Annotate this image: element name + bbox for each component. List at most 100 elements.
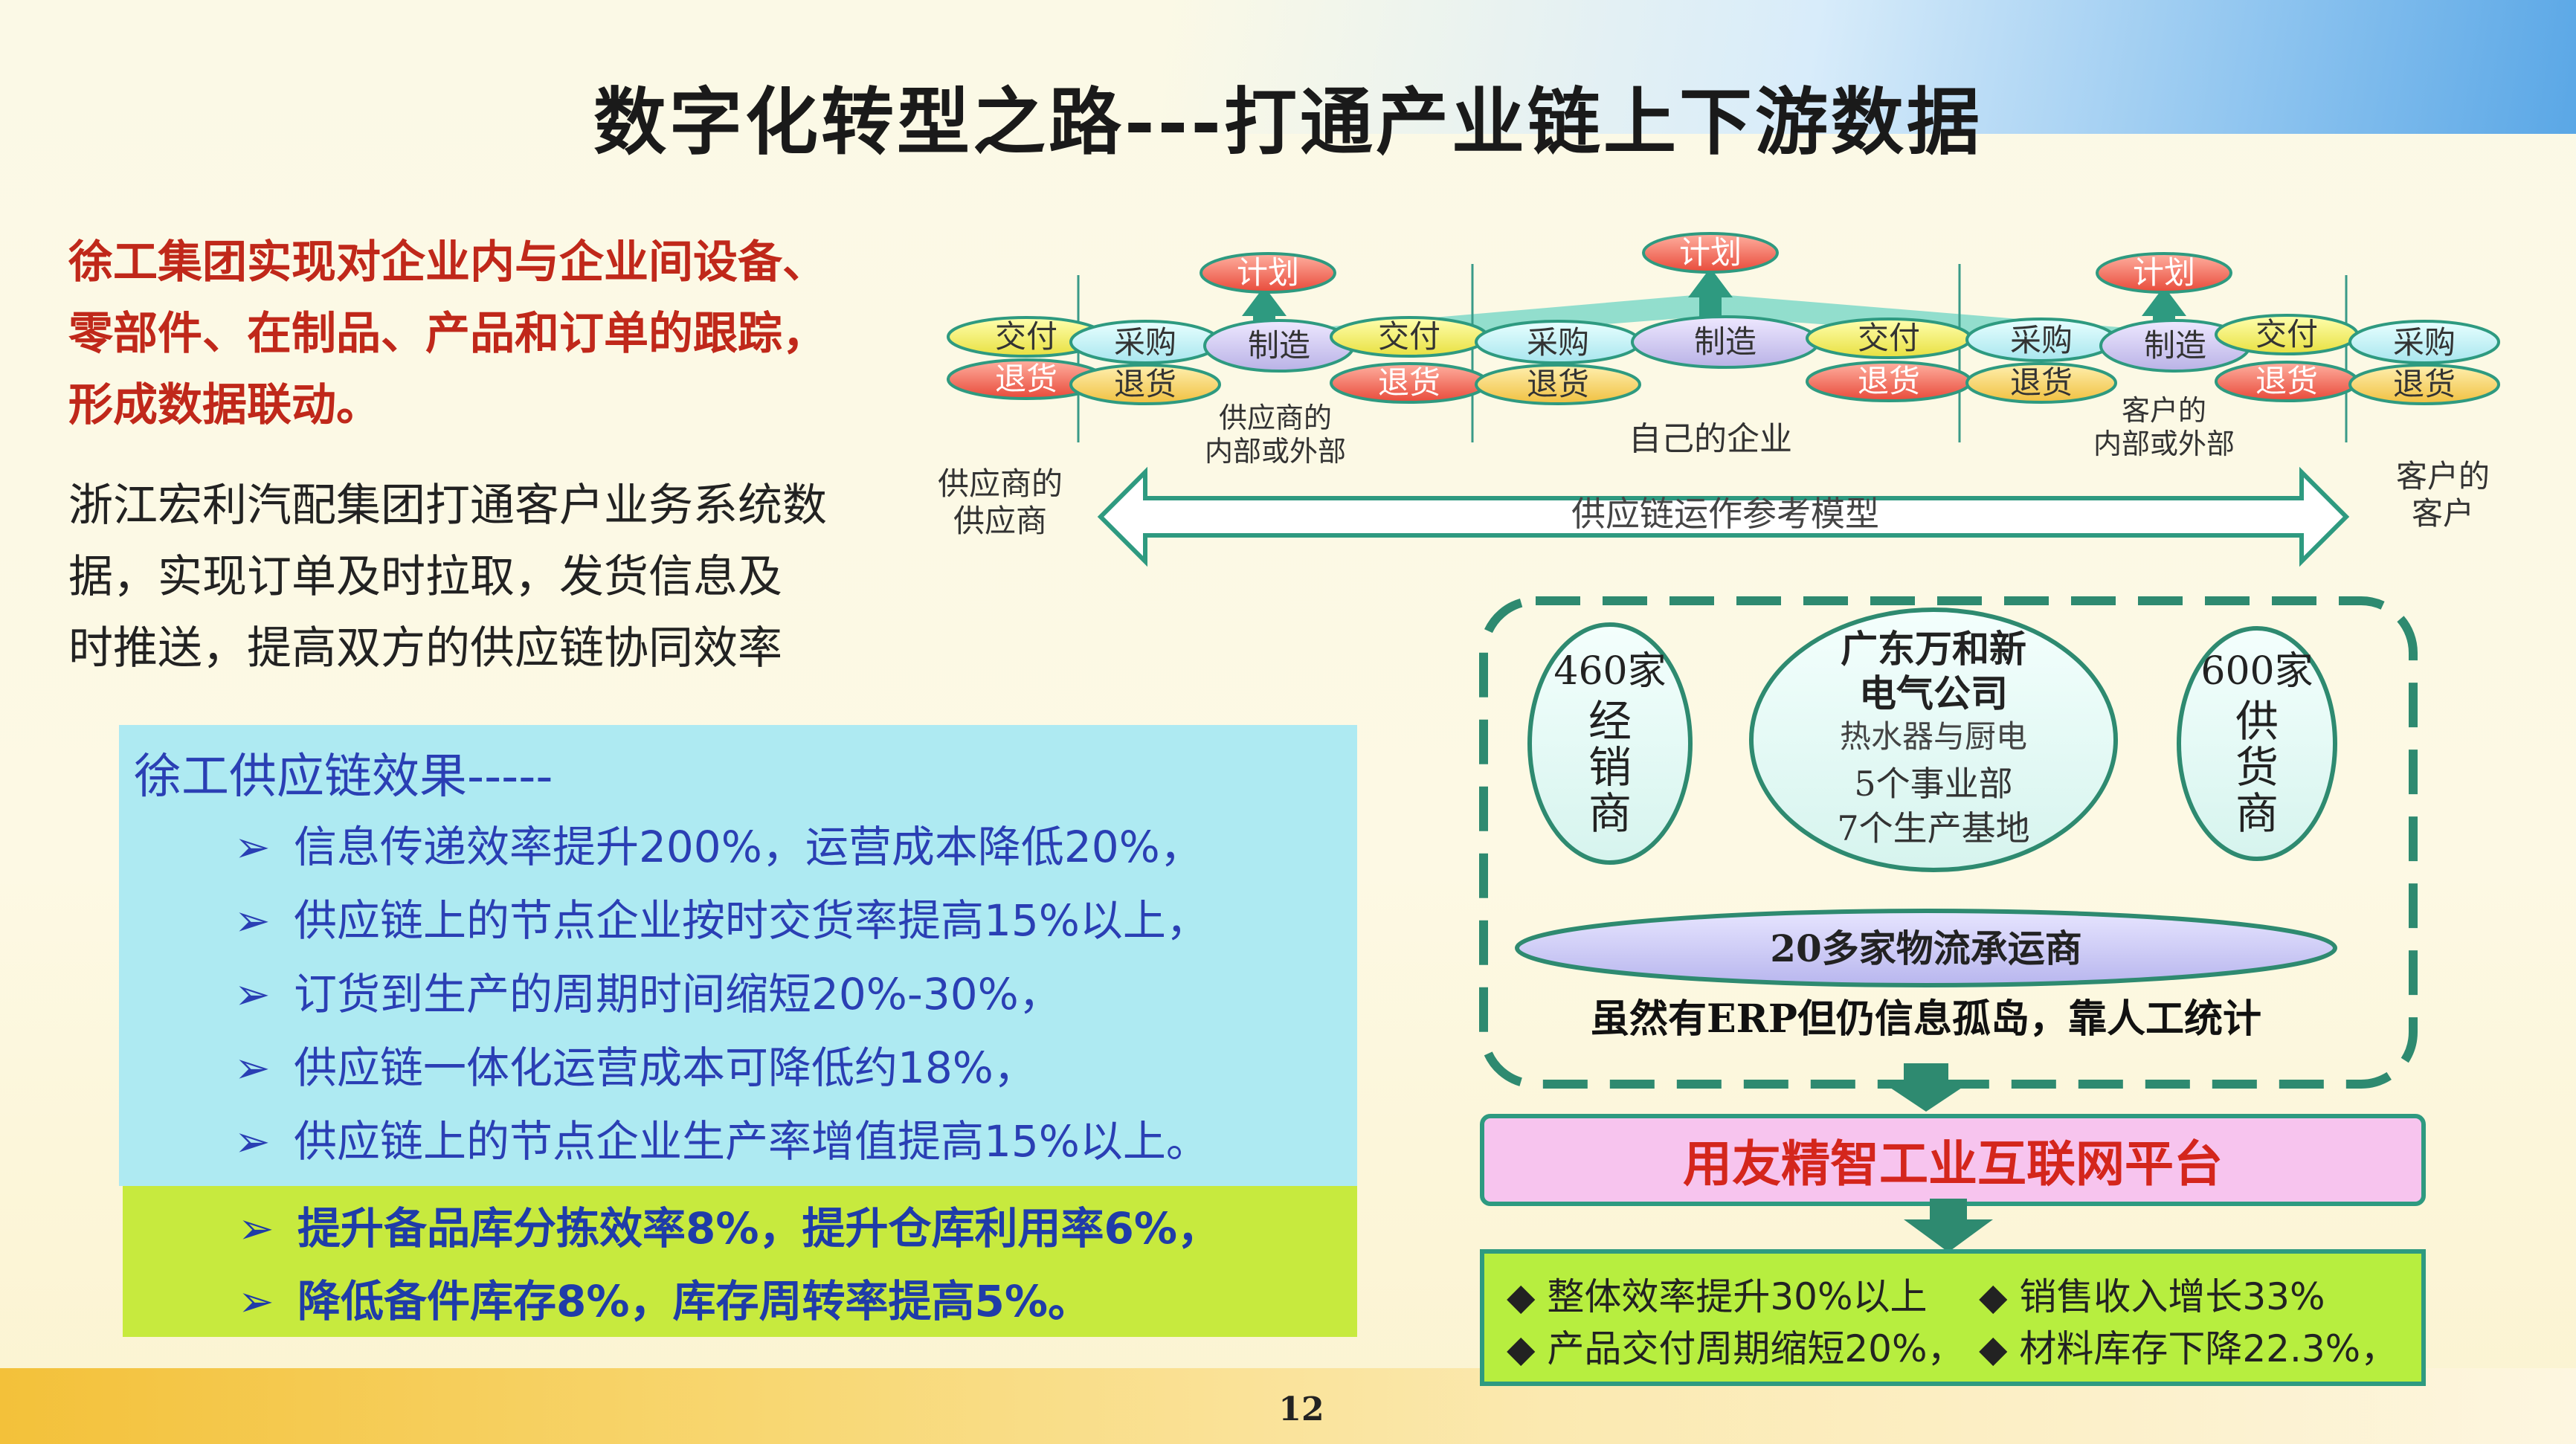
xcmg-line: 形成数据联动。 xyxy=(68,379,381,431)
arrow-bullet-icon: ➢ xyxy=(238,1203,274,1254)
result-item: ◆ 材料库存下降22.3%， xyxy=(1979,1327,2398,1370)
customer-of-customer-label: 客户 xyxy=(2412,495,2474,532)
deliver-label: 交付 xyxy=(1378,318,1440,355)
company-name: 广东万和新 xyxy=(1841,627,2026,671)
customer-of-customer-label: 客户的 xyxy=(2396,458,2490,494)
effect-item: ➢供应链上的节点企业生产率增值提高15%以上。 xyxy=(234,1105,1209,1179)
return-label: 退货 xyxy=(1114,366,1176,402)
return-ellipse xyxy=(2348,364,2500,405)
source-label: 采购 xyxy=(2393,324,2456,361)
down-arrow-icon xyxy=(1881,1063,1971,1112)
platform-label: 用友精智工业互联网平台 xyxy=(1683,1135,2223,1193)
page-number: 12 xyxy=(1278,1390,1324,1428)
logistics-ellipse xyxy=(1515,909,2337,987)
source-label: 采购 xyxy=(1114,324,1176,361)
dealers-label-char: 销 xyxy=(1588,742,1632,793)
scor-model-diagram: 计划 计划 计划 交付 退货 采购 退货 制造 交付 退货 采购 退货 制造 xyxy=(938,232,2500,567)
suppliers-label-char: 供 xyxy=(2235,696,2279,747)
dealers-count: 460家 xyxy=(1553,649,1666,694)
company-products: 热水器与厨电 xyxy=(1840,718,2027,755)
suppliers-label-char: 货 xyxy=(2235,742,2279,793)
diamond-bullet-icon: ◆ xyxy=(1979,1327,2020,1370)
logistics-label: 20多家物流承运商 xyxy=(1770,926,2082,970)
result-item: ◆ 产品交付周期缩短20%， xyxy=(1507,1327,1965,1370)
diamond-bullet-icon: ◆ xyxy=(1507,1327,1548,1370)
return-label: 退货 xyxy=(995,361,1057,397)
dealers-circle xyxy=(1527,622,1693,865)
hongli-description: 浙江宏利汽配集团打通客户业务系统数 据，实现订单及时拉取，发货信息及 时推送，提… xyxy=(68,470,827,684)
scor-model-label: 供应链运作参考模型 xyxy=(1571,494,1879,534)
xcmg-description: 徐工集团实现对企业内与企业间设备、 零部件、在制品、产品和订单的跟踪， 形成数据… xyxy=(68,227,827,441)
return-label: 退货 xyxy=(1378,364,1440,401)
make-label: 制造 xyxy=(2144,327,2206,364)
return-label: 退货 xyxy=(2255,363,2318,399)
xcmg-line: 徐工集团实现对企业内与企业间设备、 xyxy=(68,236,827,289)
deliver-label: 交付 xyxy=(2255,316,2318,352)
own-enterprise-label: 自己的企业 xyxy=(1629,420,1792,458)
erp-note: 虽然有ERP但仍信息孤岛，靠人工统计 xyxy=(1591,996,2261,1042)
hongli-line: 时推送，提高双方的供应链协同效率 xyxy=(68,622,782,674)
supplier-region-label: 内部或外部 xyxy=(1205,435,1346,468)
result-item: ◆ 销售收入增长33% xyxy=(1979,1275,2325,1318)
header-gradient-band xyxy=(0,0,2576,134)
diamond-bullet-icon: ◆ xyxy=(1507,1275,1548,1318)
down-arrow-icon xyxy=(1904,1199,1993,1252)
effect-item: ➢信息传递效率提升200%，运营成本降低20%， xyxy=(234,810,1209,884)
yonyou-platform-box: 用友精智工业互联网平台 xyxy=(1480,1114,2426,1206)
source-ellipse xyxy=(2348,320,2500,364)
make-label: 制造 xyxy=(1248,327,1310,364)
arrow-bullet-icon: ➢ xyxy=(234,822,271,872)
arrow-bullet-icon: ➢ xyxy=(234,969,271,1019)
supplier-region-label: 供应商的 xyxy=(1219,402,1332,434)
hongli-line: 浙江宏利汽配集团打通客户业务系统数 xyxy=(68,480,827,532)
effect-item: ➢订货到生产的周期时间缩短20%-30%， xyxy=(234,958,1209,1031)
deliver-label: 交付 xyxy=(1858,320,1920,356)
inventory-effects-panel: ➢提升备品库分拣效率8%，提升仓库利用率6%， ➢降低备件库存8%，库存周转率提… xyxy=(123,1186,1357,1337)
source-label: 采购 xyxy=(2010,322,2073,358)
hongli-line: 据，实现订单及时拉取，发货信息及 xyxy=(68,551,782,603)
deliver-label: 交付 xyxy=(995,318,1057,355)
return-ellipse xyxy=(1965,362,2117,404)
return-label: 退货 xyxy=(2393,366,2456,402)
inventory-effect-item: ➢降低备件库存8%，库存周转率提高5%。 xyxy=(238,1265,1220,1338)
company-divisions: 5个事业部 xyxy=(1854,764,2012,804)
return-ellipse xyxy=(1069,364,1221,405)
customer-region-label: 客户的 xyxy=(2122,394,2206,427)
suppliers-count: 600家 xyxy=(2200,649,2313,694)
dealers-label-char: 商 xyxy=(1588,788,1632,839)
plan-label: 计划 xyxy=(1679,234,1742,271)
company-ecosystem-diagram: 460家 经 销 商 广东万和新 电气公司 热水器与厨电 5个事业部 7个生产基… xyxy=(1479,596,2418,1112)
plan-label: 计划 xyxy=(1237,254,1299,291)
result-item: ◆ 整体效率提升30%以上 xyxy=(1507,1275,1928,1318)
results-box: ◆ 整体效率提升30%以上 ◆ 销售收入增长33% ◆ 产品交付周期缩短20%，… xyxy=(1480,1249,2426,1386)
return-label: 退货 xyxy=(1858,363,1920,399)
plan-label: 计划 xyxy=(2133,254,2195,291)
suppliers-label-char: 商 xyxy=(2235,788,2279,839)
company-circle xyxy=(1749,607,2118,872)
arrow-bullet-icon: ➢ xyxy=(234,1042,271,1093)
source-label: 采购 xyxy=(1527,324,1589,361)
supplier-of-supplier-label: 供应商的 xyxy=(938,465,1063,502)
make-label: 制造 xyxy=(1694,323,1756,360)
arrow-bullet-icon: ➢ xyxy=(234,895,271,946)
suppliers-circle xyxy=(2177,626,2337,861)
effects-heading: 徐工供应链效果----- xyxy=(134,750,553,805)
xcmg-line: 零部件、在制品、产品和订单的跟踪， xyxy=(68,308,827,360)
page-title: 数字化转型之路---打通产业链上下游数据 xyxy=(593,80,1983,165)
diamond-bullet-icon: ◆ xyxy=(1979,1275,2020,1318)
effect-item: ➢供应链上的节点企业按时交货率提高15%以上， xyxy=(234,884,1209,958)
return-label: 退货 xyxy=(1527,366,1589,402)
effects-panel: 徐工供应链效果----- ➢信息传递效率提升200%，运营成本降低20%， ➢供… xyxy=(119,725,1357,1186)
effect-item: ➢供应链一体化运营成本可降低约18%， xyxy=(234,1031,1209,1105)
arrow-bullet-icon: ➢ xyxy=(238,1276,274,1327)
supplier-of-supplier-label: 供应商 xyxy=(953,503,1047,539)
dealers-label-char: 经 xyxy=(1588,696,1632,747)
arrow-bullet-icon: ➢ xyxy=(234,1116,271,1167)
scor-double-arrow xyxy=(1097,466,2350,567)
return-label: 退货 xyxy=(2010,364,2073,401)
return-ellipse xyxy=(1475,364,1641,405)
plan-own: 计划 xyxy=(1642,232,1779,320)
company-name: 电气公司 xyxy=(1859,671,2008,715)
inventory-effect-item: ➢提升备品库分拣效率8%，提升仓库利用率6%， xyxy=(238,1192,1220,1265)
customer-region-label: 内部或外部 xyxy=(2093,428,2235,460)
